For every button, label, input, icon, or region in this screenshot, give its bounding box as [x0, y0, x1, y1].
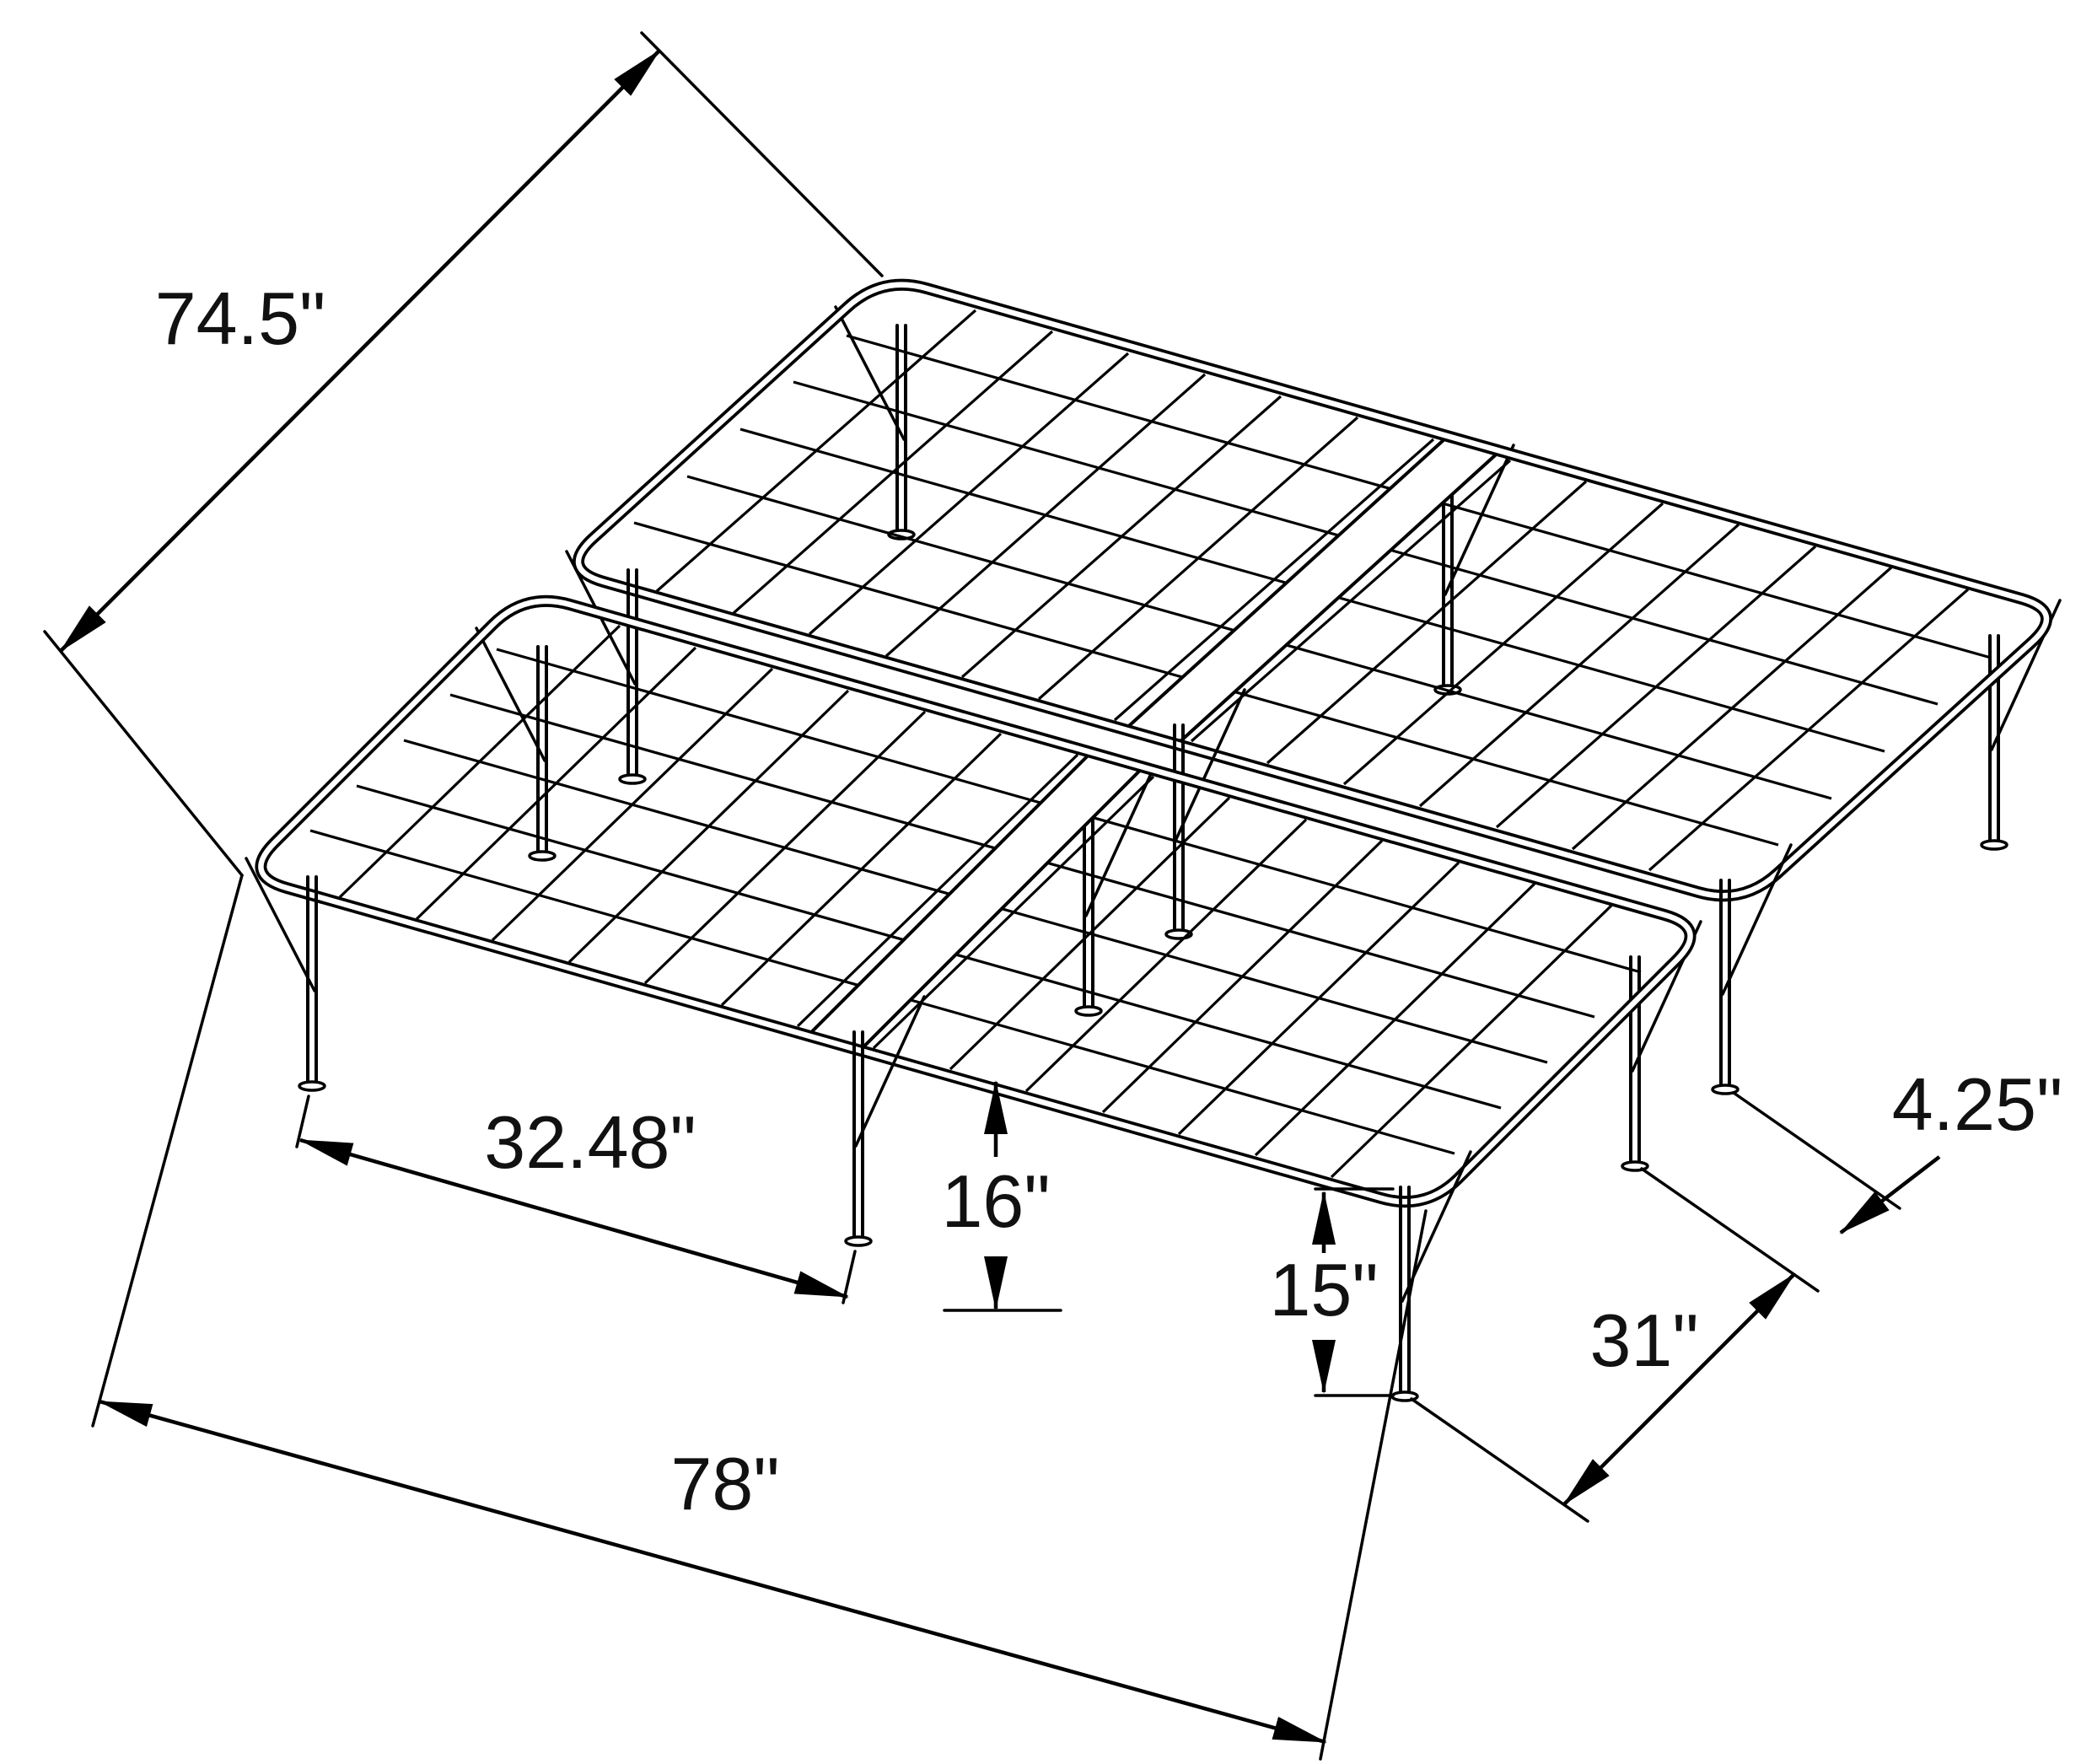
leader-arrow — [1839, 1155, 1941, 1234]
extension-lines — [91, 874, 1428, 1761]
bed-leg — [1711, 843, 1793, 1095]
leg-foot — [1074, 1005, 1103, 1017]
leg-foot — [1711, 1084, 1740, 1095]
dimension-line — [1562, 1272, 1796, 1506]
bed-leg — [834, 305, 916, 540]
extension-ticks — [1314, 1187, 1395, 1397]
bed-frame-drawing — [245, 278, 2062, 1402]
extension-lines — [43, 31, 884, 877]
dim-fold-leg-gap: 4.25" — [1732, 1053, 2072, 1234]
leg-lines — [852, 1030, 864, 1240]
dimension-line — [98, 1399, 1327, 1745]
dim-front-leg-spacing: 32.48" — [295, 1091, 857, 1304]
dim-side-leg-spacing: 31" — [1410, 1167, 1820, 1523]
leg-height-label: 15" — [1269, 1248, 1378, 1331]
dim-width: 78" — [91, 874, 1428, 1761]
dimension-annotations: 74.5" 78" 32.48" 16" — [43, 31, 2072, 1761]
dim-leg-height: 15" — [1260, 1187, 1395, 1397]
fold-leg-gap-label: 4.25" — [1892, 1062, 2063, 1146]
dim-frame-height: 16" — [932, 1080, 1062, 1312]
leg-foot — [887, 529, 916, 540]
leg-lines — [1442, 479, 1454, 689]
leg-fold-brace — [1175, 688, 1246, 841]
side-leg-spacing-label: 31" — [1589, 1299, 1698, 1382]
bed-leg — [1390, 1150, 1472, 1402]
leg-lines — [1719, 879, 1731, 1089]
dim-depth: 74.5" — [43, 31, 884, 877]
bed-leg — [245, 857, 326, 1092]
leg-fold-brace — [854, 995, 926, 1148]
leg-fold-brace — [1084, 765, 1156, 917]
leg-lines — [1399, 1186, 1411, 1396]
leg-foot — [528, 850, 557, 862]
bed-leg — [1621, 920, 1702, 1172]
dimension-line — [59, 49, 661, 653]
extension-lines — [1410, 1167, 1820, 1523]
width-dimension-label: 78" — [670, 1442, 779, 1525]
bed-leg — [844, 995, 926, 1247]
bed-leg — [1980, 599, 2062, 851]
frame-height-label: 16" — [941, 1159, 1050, 1243]
front-leg-spacing-label: 32.48" — [484, 1100, 696, 1184]
leg-foot — [844, 1235, 873, 1247]
leg-foot — [618, 773, 647, 785]
dimension-line — [298, 1137, 849, 1299]
leg-foot — [1980, 839, 2008, 851]
back-half-panel — [573, 278, 2052, 902]
leg-fold-brace — [834, 305, 906, 441]
leg-fold-brace — [245, 857, 316, 992]
leg-fold-brace — [475, 627, 546, 762]
leg-fold-brace — [1721, 843, 1793, 996]
extension-line — [1732, 1091, 1901, 1210]
depth-dimension-label: 74.5" — [155, 277, 326, 360]
leg-foot — [298, 1080, 326, 1092]
